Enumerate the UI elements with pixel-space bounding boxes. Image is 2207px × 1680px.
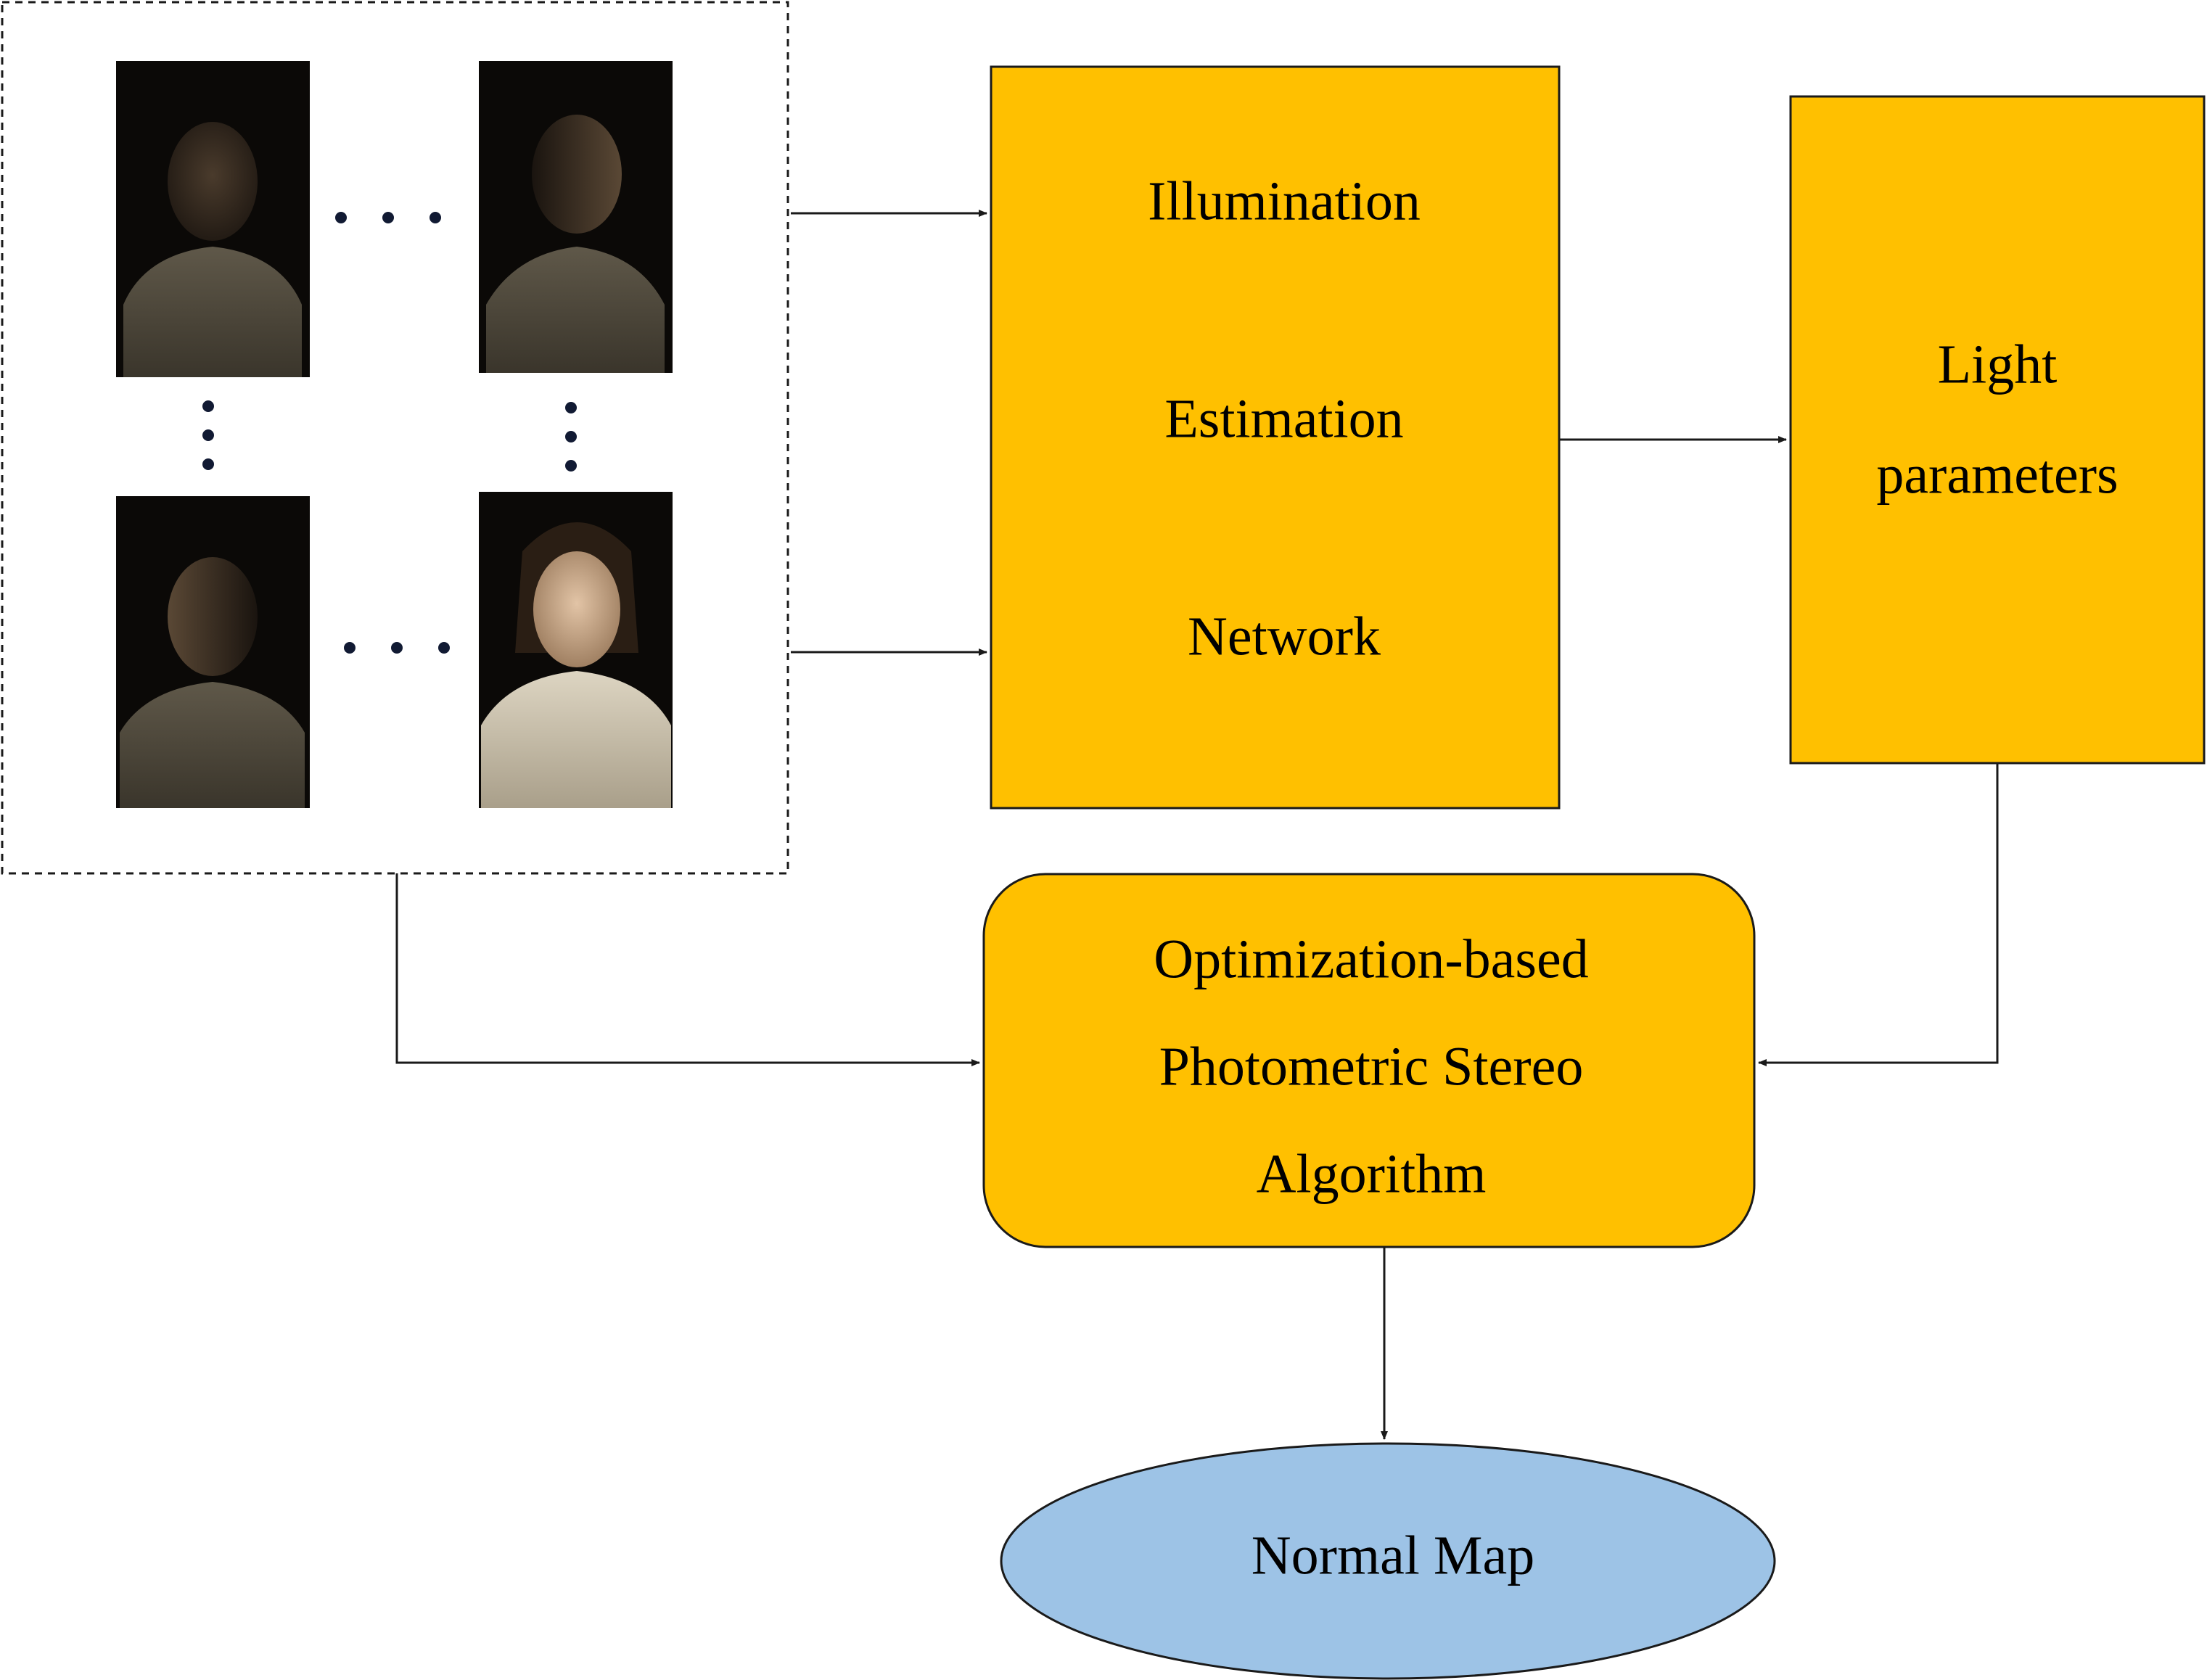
light-parameters-node: Light parameters bbox=[1789, 95, 2206, 765]
edges bbox=[395, 210, 1999, 1440]
light-parameters-line-1: Light bbox=[1938, 334, 2058, 395]
photometric-stereo-node: Optimization-based Photometric Stereo Al… bbox=[982, 873, 1756, 1248]
normal-map-node: Normal Map bbox=[1000, 1442, 1776, 1680]
face-photo-1 bbox=[116, 61, 310, 377]
illumination-network-line-2: Estimation bbox=[1164, 388, 1403, 449]
illumination-network-line-3: Network bbox=[1188, 606, 1381, 667]
photometric-stereo-line-2: Photometric Stereo bbox=[1159, 1036, 1584, 1097]
edge-input-to-stereo bbox=[395, 873, 980, 1066]
ellipsis-top-horizontal bbox=[335, 212, 441, 223]
face-photo-3 bbox=[116, 496, 310, 808]
input-image-panel bbox=[1, 1, 789, 875]
ellipsis-bottom-horizontal bbox=[344, 642, 450, 654]
photometric-stereo-line-1: Optimization-based bbox=[1154, 928, 1588, 989]
illumination-network-node: Illumination Estimation Network bbox=[990, 65, 1561, 810]
normal-map-label: Normal Map bbox=[1252, 1525, 1534, 1586]
edge-light-parameters-to-stereo bbox=[1758, 763, 1999, 1066]
ellipsis-right-vertical bbox=[565, 402, 577, 472]
face-photo-2 bbox=[479, 61, 673, 373]
ellipsis-left-vertical bbox=[202, 400, 214, 470]
light-parameters-line-2: parameters bbox=[1876, 444, 2118, 505]
illumination-network-line-1: Illumination bbox=[1148, 170, 1421, 231]
photometric-stereo-line-3: Algorithm bbox=[1257, 1143, 1487, 1204]
face-photo-4 bbox=[479, 492, 673, 808]
